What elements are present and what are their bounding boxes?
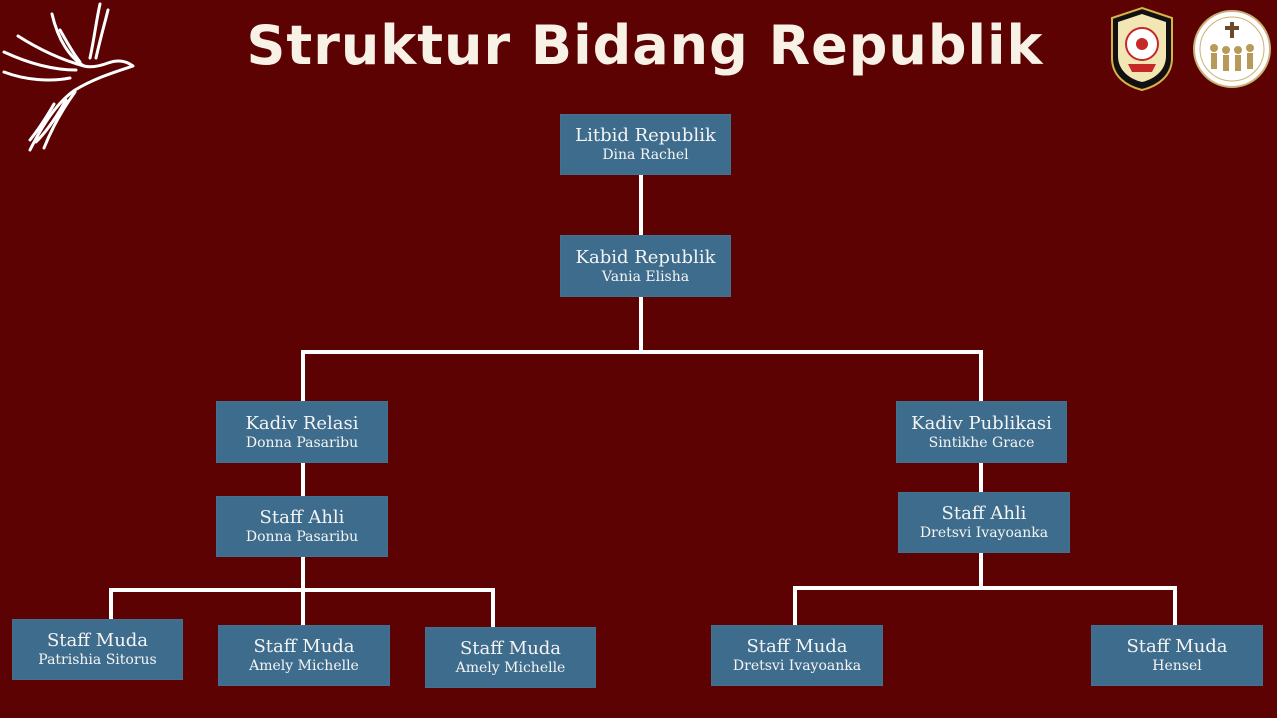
- node-role: Staff Muda: [1126, 636, 1228, 657]
- node-role: Staff Muda: [253, 636, 355, 657]
- node-role: Staff Muda: [46, 630, 149, 651]
- org-node-kadiv-publikasi: Kadiv Publikasi Sintikhe Grace: [896, 401, 1067, 463]
- node-person: Sintikhe Grace: [928, 434, 1035, 451]
- org-node-kadiv-relasi: Kadiv Relasi Donna Pasaribu: [216, 401, 388, 463]
- university-logo-icon: [1111, 6, 1173, 92]
- node-person: Amely Michelle: [455, 660, 566, 676]
- node-person: Donna Pasaribu: [245, 434, 359, 451]
- node-role: Staff Ahli: [259, 507, 345, 528]
- node-role: Staff Muda: [459, 638, 562, 659]
- org-node-staff-muda-3: Staff Muda Amely Michelle: [425, 627, 596, 688]
- node-role: Staff Ahli: [941, 503, 1027, 524]
- node-role: Litbid Republik: [575, 125, 716, 146]
- page-title: Struktur Bidang Republik: [246, 14, 1044, 77]
- node-person: Vania Elisha: [601, 268, 690, 285]
- node-role: Kadiv Relasi: [245, 412, 359, 434]
- org-node-staff-ahli-relasi: Staff Ahli Donna Pasaribu: [216, 496, 388, 557]
- node-person: Hensel: [1152, 658, 1202, 674]
- org-node-kabid: Kabid Republik Vania Elisha: [560, 235, 731, 297]
- org-node-staff-ahli-publikasi: Staff Ahli Dretsvi Ivayoanka: [898, 492, 1070, 553]
- node-role: Kabid Republik: [575, 246, 716, 268]
- org-node-staff-muda-4: Staff Muda Dretsvi Ivayoanka: [711, 625, 883, 686]
- node-role: Kadiv Publikasi: [911, 412, 1052, 434]
- node-role: Staff Muda: [746, 636, 848, 657]
- org-node-litbid: Litbid Republik Dina Rachel: [560, 114, 731, 175]
- node-person: Donna Pasaribu: [245, 529, 359, 545]
- node-person: Dretsvi Ivayoanka: [732, 658, 862, 674]
- node-person: Dretsvi Ivayoanka: [919, 525, 1049, 541]
- dove-icon: [2, 2, 135, 152]
- org-node-staff-muda-1: Staff Muda Patrishia Sitorus: [12, 619, 183, 680]
- node-person: Dina Rachel: [602, 147, 689, 163]
- node-person: Amely Michelle: [249, 658, 359, 674]
- org-node-staff-muda-5: Staff Muda Hensel: [1091, 625, 1263, 686]
- node-person: Patrishia Sitorus: [38, 652, 157, 668]
- org-node-staff-muda-2: Staff Muda Amely Michelle: [218, 625, 390, 686]
- fellowship-logo-icon: [1193, 10, 1271, 88]
